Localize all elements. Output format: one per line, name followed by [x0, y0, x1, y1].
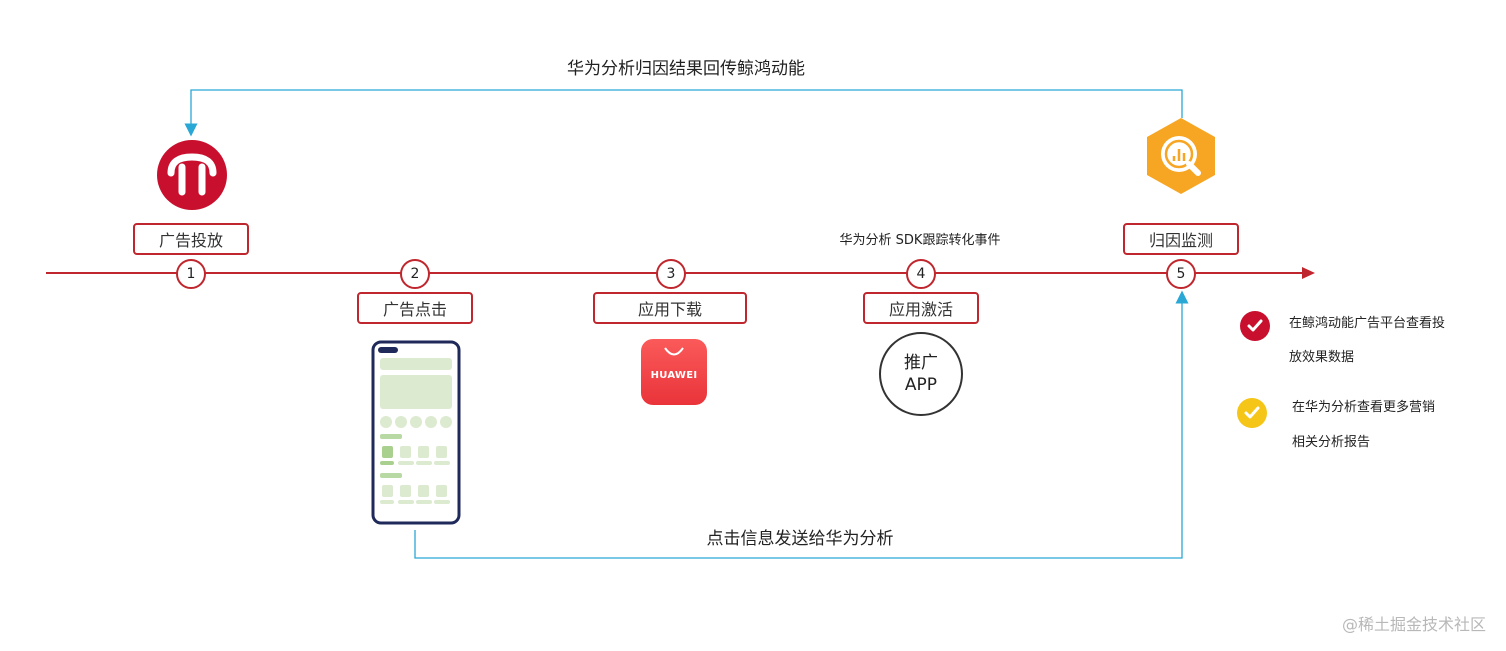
- note-2-line1: 在华为分析查看更多营销: [1292, 390, 1435, 426]
- note-1-line1: 在鲸鸿动能广告平台查看投: [1289, 306, 1445, 342]
- phone-mockup-icon: [371, 340, 461, 525]
- step-3-label: 应用下载: [593, 292, 747, 324]
- promote-app-circle: 推广 APP: [879, 332, 963, 416]
- sdk-note: 华为分析 SDK跟踪转化事件: [760, 229, 1080, 248]
- promote-app-line2: APP: [905, 374, 937, 396]
- top-feedback-line: [191, 90, 1182, 130]
- step-5-label: 归因监测: [1123, 223, 1239, 255]
- step-4-label: 应用激活: [863, 292, 979, 324]
- step-4-number: 4: [906, 259, 936, 289]
- analytics-hexagon-icon: [1141, 116, 1221, 196]
- top-flow-caption: 华为分析归因结果回传鲸鸿动能: [0, 54, 1372, 79]
- timeline-arrowhead: [1302, 267, 1315, 279]
- appgallery-icon-text: HUAWEI: [651, 370, 698, 381]
- step-2-number: 2: [400, 259, 430, 289]
- step-1-number: 1: [176, 259, 206, 289]
- bottom-feedback-line: [415, 297, 1182, 558]
- note-2-line2: 相关分析报告: [1292, 425, 1370, 461]
- watermark: @稀土掘金技术社区: [1342, 611, 1486, 635]
- step-5-number: 5: [1166, 259, 1196, 289]
- note-1-line2: 放效果数据: [1289, 340, 1354, 376]
- appgallery-icon: HUAWEI: [641, 339, 707, 405]
- red-check-icon: [1240, 311, 1270, 341]
- yellow-check-icon: [1237, 398, 1267, 428]
- promote-app-line1: 推广: [904, 352, 938, 374]
- step-1-label: 广告投放: [133, 223, 249, 255]
- step-3-number: 3: [656, 259, 686, 289]
- petal-ads-logo-icon: [157, 140, 227, 210]
- bottom-flow-caption: 点击信息发送给华为分析: [600, 524, 1000, 549]
- step-2-label: 广告点击: [357, 292, 473, 324]
